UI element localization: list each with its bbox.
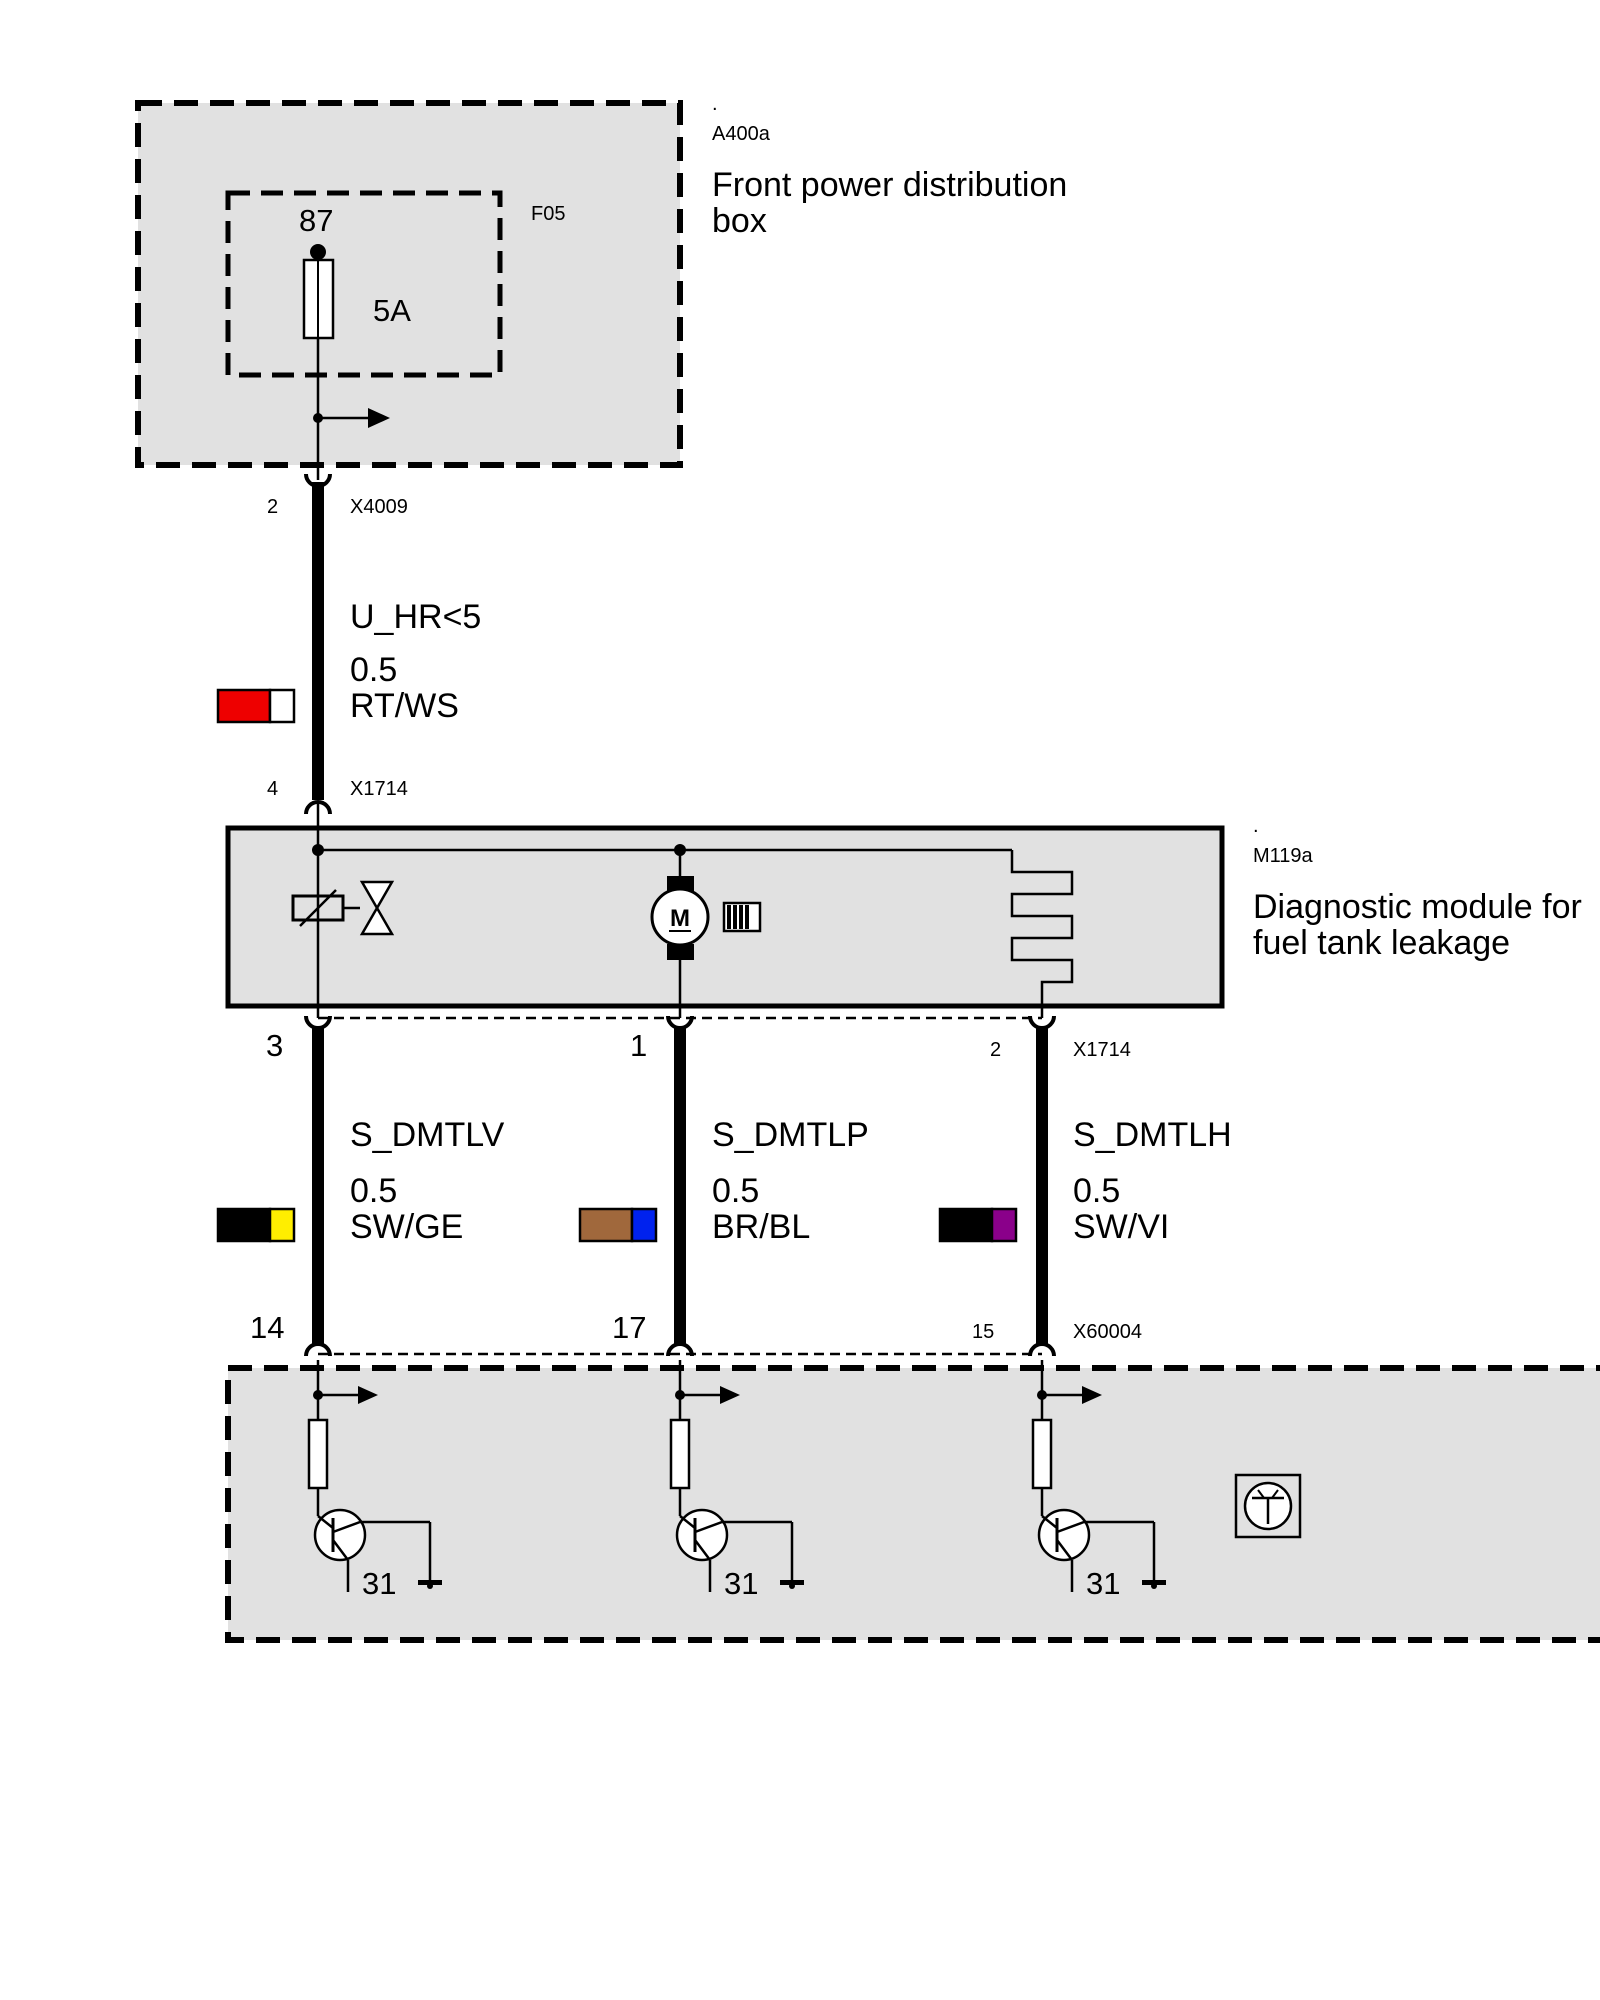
fuse-terminal-label: 87 [299,203,333,238]
ground-icon [780,1580,804,1589]
connector-pin-icon [1028,1342,1056,1357]
fuse-box-title-line2: box [712,202,767,240]
supply-wire-color-swatch [216,688,296,724]
connector-x1714-pin-2: 2 [990,1039,1001,1061]
wire-color-swatch [216,1207,296,1243]
supply-wire-gauge: 0.5 [350,651,397,689]
connector-pin-icon [304,1342,332,1357]
ground-label: 31 [1086,1566,1120,1601]
wire-gauge: 0.5 [712,1172,759,1210]
control-unit-symbol-icon [1234,1473,1302,1539]
wire-s-dmtlv: S_DMTLV 0.5 SW/GE [216,1026,505,1346]
supply-wire-color-code: RT/WS [350,687,459,725]
connector-x1714-pin-1: 1 [630,1028,647,1063]
control-unit: 31 31 [225,1360,1600,1643]
wire-s-dmtlh: S_DMTLH 0.5 SW/VI [938,1026,1232,1346]
pump-speed-indicator-icon [722,901,762,933]
fuse-rating: 5A [373,293,411,328]
wire-gauge: 0.5 [1073,1172,1120,1210]
wire-color-code: SW/VI [1073,1208,1169,1246]
dmtl-module: M . M119a Diagnostic module for fuel tan… [225,815,1582,1018]
wire-s-dmtlp: S_DMTLP 0.5 BR/BL [578,1026,869,1346]
connector-x1714-bottom-code: X1714 [1073,1039,1131,1061]
ground-label: 31 [362,1566,396,1601]
fuse-box-outline [135,100,683,468]
wire-color-code: SW/GE [350,1208,463,1246]
fuse-box-code: A400a [712,123,771,145]
wire-gauge: 0.5 [350,1172,397,1210]
connector-x60004-code: X60004 [1073,1321,1142,1343]
fuse-f05-outline [225,190,503,378]
ground-label: 31 [724,1566,758,1601]
wire-color-swatch [938,1207,1018,1243]
connector-x4009-code: X4009 [350,496,408,518]
connector-x1714-top-pin: 4 [267,778,278,800]
connector-pin-icon [666,1342,694,1357]
connector-x1714-pin-3: 3 [266,1028,283,1063]
transistor-driver-icon: 31 [669,1360,804,1601]
connector-x60004-pin-17: 17 [612,1310,646,1345]
connector-x60004-pin-15: 15 [972,1321,994,1343]
fuse-box-title-line1: Front power distribution [712,166,1067,204]
connector-x1714-top-code: X1714 [350,778,408,800]
dmtl-module-dot: . [1253,815,1259,837]
supply-wire-segment: 2 X4009 U_HR<5 0.5 RT/WS 4 X1714 [216,473,481,828]
ground-icon [418,1580,442,1589]
solenoid-valve-icon [291,880,395,936]
wire-signal: S_DMTLP [712,1116,869,1154]
connector-x60004: 14 17 15 X60004 [250,1310,1142,1357]
connector-x1714-bottom: 3 1 2 X1714 [266,1015,1131,1063]
wire-signal: S_DMTLH [1073,1116,1232,1154]
wire-color-code: BR/BL [712,1208,810,1246]
dmtl-module-code: M119a [1253,845,1314,867]
heater-element-icon [1010,850,1074,1018]
dmtl-module-title-line1: Diagnostic module for [1253,888,1582,926]
connector-x4009-pin: 2 [267,496,278,518]
ground-icon [1142,1580,1166,1589]
fuse-code: F05 [531,203,565,225]
wire-color-swatch [578,1207,658,1243]
motor-icon: M [650,850,762,1018]
connector-x60004-pin-14: 14 [250,1310,284,1345]
fuse-box: 87 5A F05 . A400a Front power distributi… [135,93,1067,480]
control-unit-outline [225,1365,1600,1643]
fuse-box-dot: . [712,93,718,115]
wire-signal: S_DMTLV [350,1116,505,1154]
dmtl-module-title-line2: fuel tank leakage [1253,924,1510,962]
transistor-driver-icon: 31 [307,1360,442,1601]
supply-wire-signal: U_HR<5 [350,598,481,636]
transistor-driver-icon: 31 [1031,1360,1166,1601]
continuation-arrow-icon [368,408,390,428]
motor-symbol: M [670,905,690,932]
